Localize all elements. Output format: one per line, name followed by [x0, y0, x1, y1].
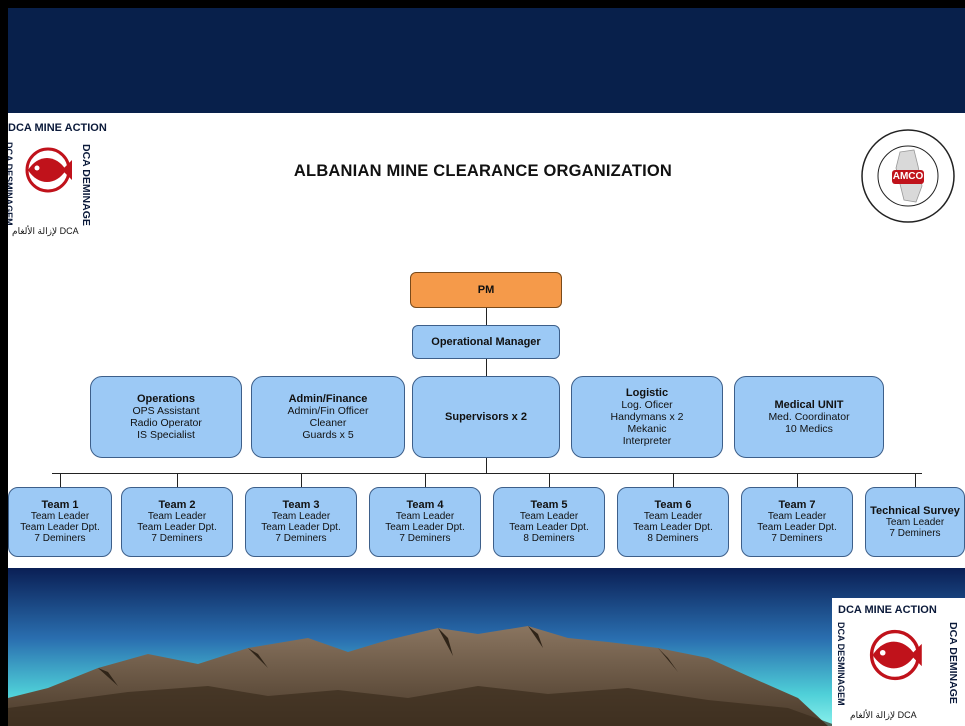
box-line: Team Leader Dpt.: [633, 522, 713, 533]
box-line: 7 Deminers: [151, 533, 203, 544]
pm-box: PM: [410, 272, 562, 308]
mountain-landscape-illustration: [8, 568, 965, 726]
box-line: Team Leader: [395, 511, 455, 522]
dca-logo-side-text: DCA DEMINAGE: [80, 144, 92, 226]
dca-logo-top: DCA MINE ACTION DCA DEMINAGE DCA DESMINA…: [8, 122, 128, 247]
box-line: 7 Deminers: [399, 533, 451, 544]
dca-logo-arabic: لإزالة الألغام DCA: [12, 226, 79, 236]
box-line: Cleaner: [309, 417, 347, 429]
box-line: 7 Deminers: [34, 533, 86, 544]
box-title: Team 6: [654, 499, 692, 511]
box-line: 8 Deminers: [523, 533, 575, 544]
box-line: Guards x 5: [302, 429, 354, 441]
box-line: IS Specialist: [137, 429, 195, 441]
box-line: 7 Deminers: [275, 533, 327, 544]
box-title: Medical UNIT: [774, 399, 844, 411]
box-line: 7 Deminers: [889, 527, 941, 539]
operational-manager-box: Operational Manager: [412, 325, 560, 359]
box-line: Team Leader Dpt.: [757, 522, 837, 533]
dca-fish-emblem-icon: [869, 629, 922, 681]
box-line: Team Leader: [767, 511, 827, 522]
connector: [549, 473, 550, 487]
box-title: Supervisors x 2: [445, 411, 527, 423]
slide: DCA MINE ACTION DCA DEMINAGE DCA DESMINA…: [8, 8, 965, 726]
dca-logo-side-left-text: DCA DESMINAGEM: [8, 142, 14, 226]
amco-seal-icon: [861, 129, 955, 223]
box-line: Team Leader: [271, 511, 331, 522]
box-title: Technical Survey: [870, 504, 960, 517]
box-title: Team 5: [530, 499, 568, 511]
dca-logo-bottom-caption: DCA MINE ACTION: [838, 604, 937, 616]
box-title: Team 3: [282, 499, 320, 511]
dca-logo-bottom-side-text: DCA DEMINAGE: [947, 622, 959, 704]
connector: [301, 473, 302, 487]
box-line: Team Leader: [885, 516, 945, 528]
box-line: Team Leader Dpt.: [137, 522, 217, 533]
box-line: Team Leader Dpt.: [385, 522, 465, 533]
amco-label: AMCO: [892, 171, 924, 182]
connector: [486, 359, 487, 376]
dca-logo-bottom: DCA MINE ACTION DCA DEMINAGE DCA DESMINA…: [832, 598, 965, 726]
box-line: Team Leader: [147, 511, 207, 522]
mountain-landscape: DCA MINE ACTION DCA DEMINAGE DCA DESMINA…: [8, 568, 965, 726]
connector: [797, 473, 798, 487]
box-line: Team Leader: [30, 511, 90, 522]
page-title: ALBANIAN MINE CLEARANCE ORGANIZATION: [293, 162, 673, 180]
box-line: Log. Oficer: [621, 399, 673, 411]
department-box: Supervisors x 2: [412, 376, 560, 458]
connector: [486, 307, 487, 325]
box-title: Operations: [136, 393, 196, 405]
dca-logo-bottom-side-left-text: DCA DESMINAGEM: [836, 622, 846, 706]
box-line: Handymans x 2: [610, 411, 684, 423]
box-line: Team Leader: [519, 511, 579, 522]
header-band: [8, 8, 965, 113]
dca-logo-caption: DCA MINE ACTION: [8, 122, 107, 134]
box-line: 10 Medics: [785, 423, 833, 435]
box-title: Team 2: [158, 499, 196, 511]
connector: [52, 473, 922, 474]
box-line: Interpreter: [622, 435, 672, 447]
box-line: Team Leader Dpt.: [261, 522, 341, 533]
box-line: OPS Assistant: [132, 405, 200, 417]
box-line: Admin/Fin Officer: [287, 405, 369, 417]
box-title: Logistic: [625, 387, 669, 399]
connector: [425, 473, 426, 487]
connector: [486, 457, 487, 473]
dca-fish-emblem-icon: [25, 147, 72, 193]
box-line: 7 Deminers: [771, 533, 823, 544]
box-line: Mekanic: [627, 423, 667, 435]
connector: [60, 473, 61, 487]
box-title: Team 1: [41, 499, 79, 511]
box-title: Admin/Finance: [288, 393, 368, 405]
connector: [915, 473, 916, 487]
box-title: Team 7: [778, 499, 816, 511]
amco-logo: AMCO: [856, 126, 965, 226]
dca-logo-bottom-arabic: لإزالة الألغام DCA: [850, 710, 917, 720]
box-line: Radio Operator: [130, 417, 202, 429]
box-line: Team Leader Dpt.: [20, 522, 100, 533]
box-line: Med. Coordinator: [768, 411, 850, 423]
connector: [673, 473, 674, 487]
connector: [177, 473, 178, 487]
box-line: Team Leader Dpt.: [509, 522, 589, 533]
box-line: Team Leader: [643, 511, 703, 522]
box-title: Team 4: [406, 499, 444, 511]
box-line: 8 Deminers: [647, 533, 699, 544]
